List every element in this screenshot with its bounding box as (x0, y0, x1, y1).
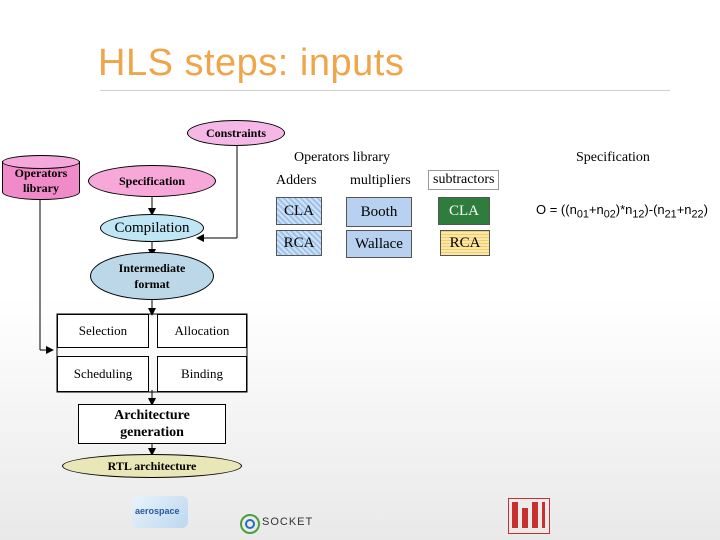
library-col-adders: Adders (276, 173, 317, 188)
specification-label: Specification (119, 173, 185, 188)
operators-library-label-line2: library (23, 181, 59, 195)
scheduling-label: Scheduling (73, 366, 133, 381)
specification-node: Specification (88, 165, 216, 197)
library-cell-sub-rca: RCA (440, 230, 490, 256)
library-cell-mult-wallace: Wallace (346, 230, 412, 258)
library-col-subtractors: subtractors (428, 170, 500, 190)
allocation-label: Allocation (174, 323, 230, 338)
architecture-label-line2: generation (120, 425, 184, 440)
binding-box: Binding (157, 356, 247, 392)
slide-title: HLS steps: inputs (98, 42, 405, 84)
spec-heading: Specification (576, 150, 650, 165)
rtl-label: RTL architecture (107, 458, 197, 473)
library-cell-adder-cla: CLA (276, 197, 322, 225)
operators-library-label-line1: Operators (14, 166, 68, 180)
compilation-node: Compilation (100, 214, 204, 242)
constraints-label: Constraints (205, 125, 266, 140)
aerospace-logo-text: aerospace (135, 506, 180, 516)
library-cell-mult-booth: Booth (346, 197, 412, 227)
compilation-label: Compilation (114, 219, 190, 236)
binding-label: Binding (181, 366, 223, 381)
socket-logo-text: SOCKET (262, 516, 314, 528)
rtl-architecture-node: RTL architecture (62, 454, 242, 478)
constraints-node: Constraints (187, 120, 285, 146)
architecture-label-line1: Architecture (114, 408, 190, 423)
scheduling-box: Scheduling (57, 356, 149, 392)
intermediate-format-node: Intermediate format (90, 252, 214, 300)
title-divider (100, 90, 670, 91)
operators-library-node: Operators library (2, 155, 80, 201)
socket-logo: SOCKET (262, 516, 313, 528)
selection-label: Selection (78, 323, 128, 338)
library-col-multipliers: multipliers (350, 173, 411, 188)
lab-logo (508, 498, 550, 534)
library-cell-sub-cla: CLA (438, 197, 490, 225)
allocation-box: Allocation (157, 314, 247, 348)
library-cell-adder-rca: RCA (276, 230, 322, 256)
library-heading: Operators library (294, 150, 391, 165)
architecture-generation-box: Architecture generation (78, 404, 226, 444)
intermediate-label-line1: Intermediate (118, 261, 186, 275)
spec-formula: O = ((n01+n02)*n12)-(n21+n22) (536, 202, 708, 221)
intermediate-label-line2: format (134, 277, 170, 291)
selection-box: Selection (57, 314, 149, 348)
aerospace-logo: aerospace (132, 496, 188, 528)
